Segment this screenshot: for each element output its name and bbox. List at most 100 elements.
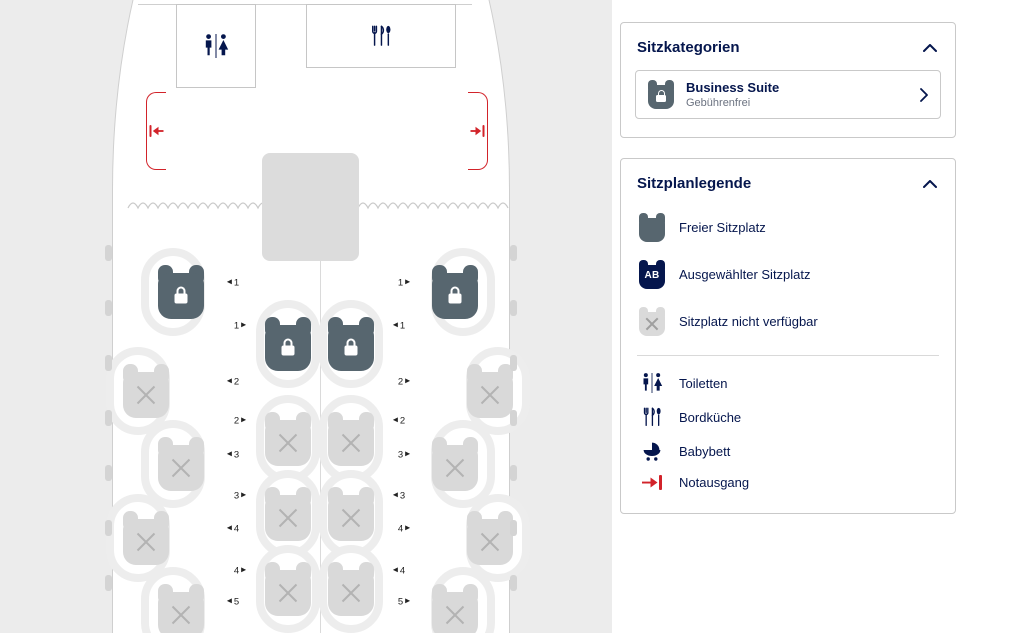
legend-item-toilets: Toiletten xyxy=(637,366,939,400)
seat-unavailable xyxy=(265,487,311,541)
seat-unavailable xyxy=(328,562,374,616)
side-panel: Sitzkategorien Business Suite Gebührenfr… xyxy=(612,0,1024,633)
fuselage-tick-right xyxy=(510,410,517,426)
seat-unavailable xyxy=(328,412,374,466)
category-sublabel: Gebührenfrei xyxy=(686,97,751,109)
row-arrow-icon: ◀ xyxy=(226,377,232,385)
seat-available[interactable] xyxy=(265,317,311,371)
seat-unavailable xyxy=(265,412,311,466)
categories-title: Sitzkategorien xyxy=(637,39,740,56)
row-arrow-icon: ◀ xyxy=(226,278,232,286)
legend-title: Sitzplanlegende xyxy=(637,175,752,192)
row-label: ◀1 xyxy=(392,320,406,332)
collapse-categories-button[interactable] xyxy=(921,42,939,54)
x-mark-icon xyxy=(276,581,300,605)
chevron-up-icon xyxy=(923,43,937,52)
row-arrow-icon: ◀ xyxy=(392,566,398,574)
lock-icon xyxy=(174,286,188,304)
category-label: Business Suite xyxy=(686,80,780,95)
toilets-icon xyxy=(643,373,663,393)
row-arrow-icon: ▶ xyxy=(241,491,247,499)
x-mark-icon xyxy=(134,383,158,407)
row-arrow-icon: ▶ xyxy=(241,321,247,329)
legend-item-emergency-exit: Notausgang xyxy=(637,468,939,497)
fuselage-tick-right xyxy=(510,575,517,591)
seat-free-icon xyxy=(639,213,665,242)
fuselage-tick-left xyxy=(105,575,112,591)
row-arrow-icon: ◀ xyxy=(226,450,232,458)
x-mark-icon xyxy=(169,456,193,480)
legend-panel: Sitzplanlegende Freier Sitzplatz AB Ausg… xyxy=(620,158,956,514)
x-mark-icon xyxy=(478,530,502,554)
x-mark-icon xyxy=(339,581,363,605)
legend-item-bassinet: Babybett xyxy=(637,434,939,468)
seat-unavailable xyxy=(265,562,311,616)
row-label: 1▶ xyxy=(397,277,411,289)
x-mark-icon xyxy=(339,431,363,455)
row-arrow-icon: ▶ xyxy=(405,524,411,532)
row-label: 4▶ xyxy=(397,523,411,535)
seat-unavailable-icon xyxy=(639,307,665,336)
row-label: 3▶ xyxy=(397,449,411,461)
fuselage-tick-left xyxy=(105,520,112,536)
category-business-suite[interactable]: Business Suite Gebührenfrei xyxy=(635,70,941,119)
row-label: ◀2 xyxy=(226,376,240,388)
row-label: 1▶ xyxy=(233,320,247,332)
x-mark-icon xyxy=(276,431,300,455)
seat-unavailable xyxy=(123,364,169,418)
row-label: 2▶ xyxy=(233,415,247,427)
row-label: ◀4 xyxy=(226,523,240,535)
row-label: ◀2 xyxy=(392,415,406,427)
row-label: ◀4 xyxy=(392,565,406,577)
business-suite-seat-icon xyxy=(648,80,674,109)
fuselage-tick-right xyxy=(510,465,517,481)
fuselage-tick-left xyxy=(105,410,112,426)
x-mark-icon xyxy=(339,506,363,530)
seat-selected-icon: AB xyxy=(639,260,665,289)
legend-item-galley: Bordküche xyxy=(637,400,939,434)
galley-icon xyxy=(372,25,391,46)
galley-box xyxy=(306,4,456,68)
fuselage-tick-right xyxy=(510,300,517,316)
row-arrow-icon: ◀ xyxy=(226,524,232,532)
exit-arrow-left-icon xyxy=(149,125,164,137)
seat-unavailable xyxy=(123,511,169,565)
collapse-legend-button[interactable] xyxy=(921,178,939,190)
fuselage-tick-left xyxy=(105,300,112,316)
galley-icon xyxy=(643,407,661,426)
legend-divider xyxy=(637,355,939,356)
fuselage-tick-right xyxy=(510,520,517,536)
fuselage-tick-left xyxy=(105,355,112,371)
lock-icon xyxy=(344,338,358,356)
x-mark-icon xyxy=(134,530,158,554)
x-mark-icon xyxy=(169,603,193,627)
row-arrow-icon: ▶ xyxy=(241,416,247,424)
row-arrow-icon: ◀ xyxy=(226,597,232,605)
emergency-exit-right xyxy=(468,92,488,170)
row-label: ◀5 xyxy=(226,596,240,608)
seat-available[interactable] xyxy=(158,265,204,319)
fuselage-tick-left xyxy=(105,245,112,261)
x-mark-icon xyxy=(443,456,467,480)
row-label: 3▶ xyxy=(233,490,247,502)
seat-unavailable xyxy=(467,511,513,565)
lock-icon xyxy=(656,90,666,103)
lavatory-box xyxy=(176,4,256,88)
row-arrow-icon: ◀ xyxy=(392,491,398,499)
row-arrow-icon: ▶ xyxy=(241,566,247,574)
row-arrow-icon: ◀ xyxy=(392,321,398,329)
x-mark-icon xyxy=(478,383,502,407)
x-mark-icon xyxy=(276,506,300,530)
row-label: ◀3 xyxy=(392,490,406,502)
row-label: ◀1 xyxy=(226,277,240,289)
seat-available[interactable] xyxy=(328,317,374,371)
seat-available[interactable] xyxy=(432,265,478,319)
seat-unavailable xyxy=(432,584,478,633)
seat-code-badge: AB xyxy=(644,270,660,281)
row-arrow-icon: ▶ xyxy=(405,377,411,385)
lock-icon xyxy=(281,338,295,356)
row-label: 5▶ xyxy=(397,596,411,608)
seat-unavailable xyxy=(467,364,513,418)
